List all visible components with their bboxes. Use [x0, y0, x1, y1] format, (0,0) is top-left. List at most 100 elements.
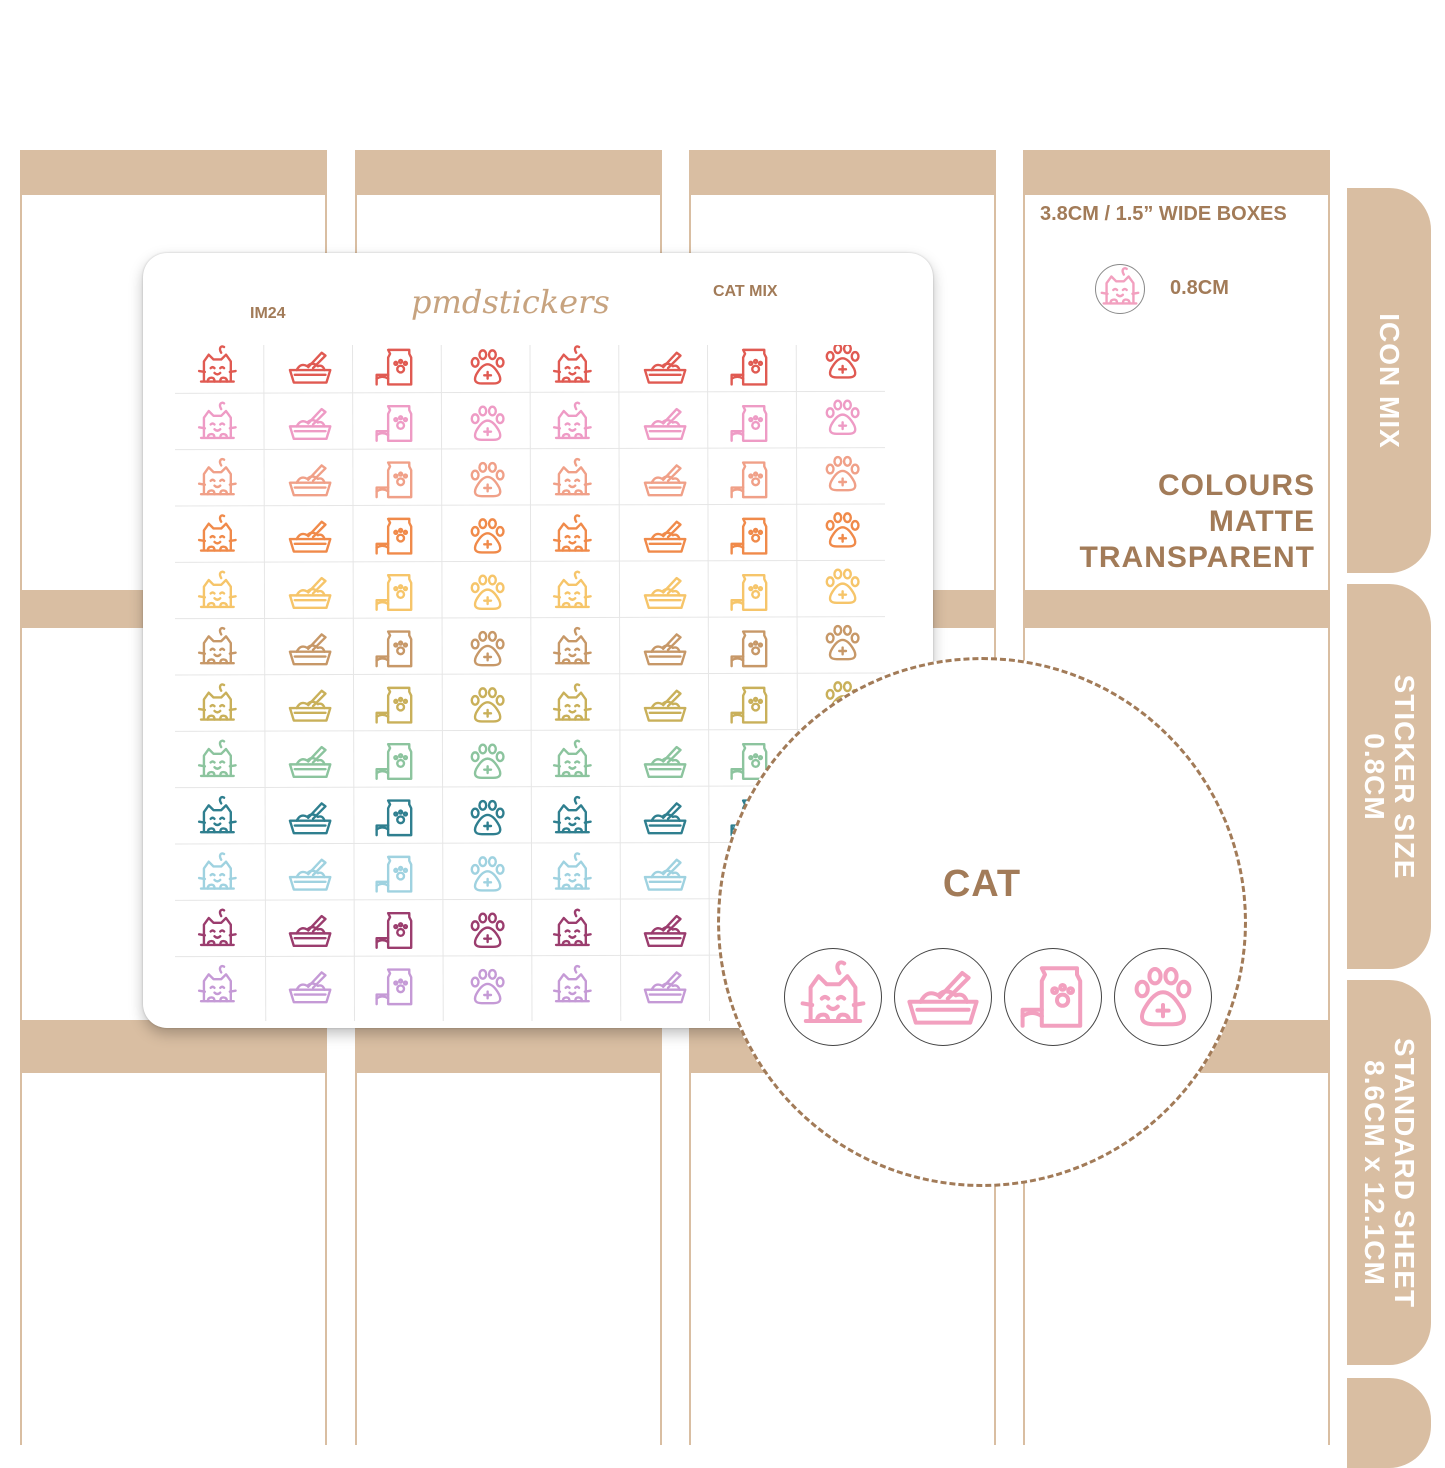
litter-box-icon — [290, 465, 330, 495]
cat-food-bag-icon — [377, 688, 412, 723]
litter-box-icon — [645, 409, 685, 439]
paw-plus-icon — [472, 857, 504, 890]
grid-line — [440, 345, 444, 1021]
paw-plus-icon — [827, 345, 859, 377]
litter-box-icon — [290, 522, 330, 552]
litter-box-icon — [290, 747, 330, 777]
tab-partial — [1347, 1378, 1431, 1468]
icon-size-label: 0.8CM — [1170, 277, 1229, 299]
paw-plus-icon — [1123, 957, 1203, 1037]
features-list: COLOURS MATTE TRANSPARENT — [1080, 468, 1315, 576]
litter-box-icon — [645, 691, 685, 721]
bubble-ring-paw — [1114, 948, 1212, 1046]
litter-box-icon — [645, 972, 685, 1002]
box-width-label: 3.8CM / 1.5” WIDE BOXES — [1040, 203, 1287, 225]
cat-icon — [554, 853, 590, 888]
cat-food-bag-icon — [377, 913, 412, 948]
paw-plus-icon — [472, 914, 504, 947]
litter-box-icon — [645, 803, 685, 833]
feature-colours: COLOURS — [1158, 469, 1315, 502]
cat-icon — [554, 797, 590, 832]
paw-plus-icon — [472, 519, 504, 552]
paw-plus-icon — [472, 576, 504, 609]
cat-food-bag-icon — [377, 632, 412, 667]
cat-food-bag-icon — [732, 519, 767, 554]
cat-food-bag-icon — [1013, 957, 1093, 1037]
sheet-code: IM24 — [250, 305, 286, 322]
cat-food-bag-icon — [377, 575, 412, 610]
grid-line — [529, 345, 533, 1021]
cat-icon — [554, 628, 590, 663]
cat-icon — [199, 741, 235, 776]
litter-box-icon — [645, 465, 685, 495]
cat-icon — [199, 515, 235, 550]
cat-food-bag-icon — [377, 519, 412, 554]
litter-box-icon — [903, 957, 983, 1037]
litter-box-icon — [645, 578, 685, 608]
grid-line — [707, 345, 710, 1021]
paw-plus-icon — [827, 457, 859, 490]
cat-icon — [554, 459, 590, 494]
cat-food-bag-icon — [377, 801, 412, 836]
grid-line — [175, 616, 885, 620]
bubble-ring-cat — [784, 948, 882, 1046]
cat-icon — [199, 346, 235, 381]
litter-box-icon — [290, 578, 330, 608]
grid-line — [618, 345, 622, 1021]
paw-plus-icon — [472, 745, 504, 778]
paw-plus-icon — [472, 801, 504, 834]
size-sample-circle — [1095, 264, 1145, 314]
paw-plus-icon — [472, 407, 504, 440]
litter-box-icon — [290, 803, 330, 833]
bubble-ring-food — [1004, 948, 1102, 1046]
tab-sticker-size: STICKER SIZE 0.8CM — [1347, 584, 1431, 969]
paw-plus-icon — [827, 570, 859, 603]
litter-box-icon — [290, 634, 330, 664]
grid-line — [175, 390, 885, 394]
cat-food-bag-icon — [377, 970, 412, 1005]
paw-plus-icon — [472, 688, 504, 721]
paw-plus-icon — [472, 463, 504, 496]
grid-line — [352, 345, 355, 1021]
litter-box-icon — [290, 353, 330, 383]
cat-food-bag-icon — [732, 575, 767, 610]
sheet-name: CAT MIX — [713, 283, 778, 300]
cat-food-bag-icon — [377, 350, 412, 385]
grid-line — [263, 345, 267, 1021]
litter-box-icon — [290, 409, 330, 439]
cat-icon — [199, 853, 235, 888]
cat-icon — [554, 346, 590, 381]
cat-icon — [554, 966, 590, 1001]
litter-box-icon — [645, 522, 685, 552]
cat-food-bag-icon — [732, 688, 767, 723]
paw-plus-icon — [827, 401, 859, 434]
cat-food-bag-icon — [732, 463, 767, 498]
cat-icon — [199, 684, 235, 719]
bubble-title: CAT — [942, 863, 1022, 905]
grid-line — [175, 672, 885, 676]
cat-icon — [554, 741, 590, 776]
cat-food-bag-icon — [732, 350, 767, 385]
cat-icon — [199, 459, 235, 494]
cat-icon — [199, 572, 235, 607]
sticker-sheet: IM24 pmdstickers CAT MIX — [143, 253, 933, 1028]
cat-icon — [199, 966, 235, 1001]
grid-line — [175, 503, 885, 507]
paw-plus-icon — [472, 350, 504, 383]
tab-icon-mix: ICON MIX — [1347, 188, 1431, 573]
cat-food-bag-icon — [732, 632, 767, 667]
grid-line — [175, 447, 885, 451]
litter-box-icon — [290, 972, 330, 1002]
litter-box-icon — [290, 916, 330, 946]
litter-box-icon — [290, 860, 330, 890]
cat-icon — [199, 403, 235, 438]
cat-food-bag-icon — [377, 857, 412, 892]
cat-icon — [554, 403, 590, 438]
cat-icon — [554, 910, 590, 945]
tab-sticker-size-label: STICKER SIZE 0.8CM — [1359, 674, 1420, 879]
cat-icon — [554, 684, 590, 719]
paw-plus-icon — [827, 626, 859, 659]
litter-box-icon — [645, 634, 685, 664]
litter-box-icon — [645, 747, 685, 777]
paw-plus-icon — [827, 513, 859, 546]
